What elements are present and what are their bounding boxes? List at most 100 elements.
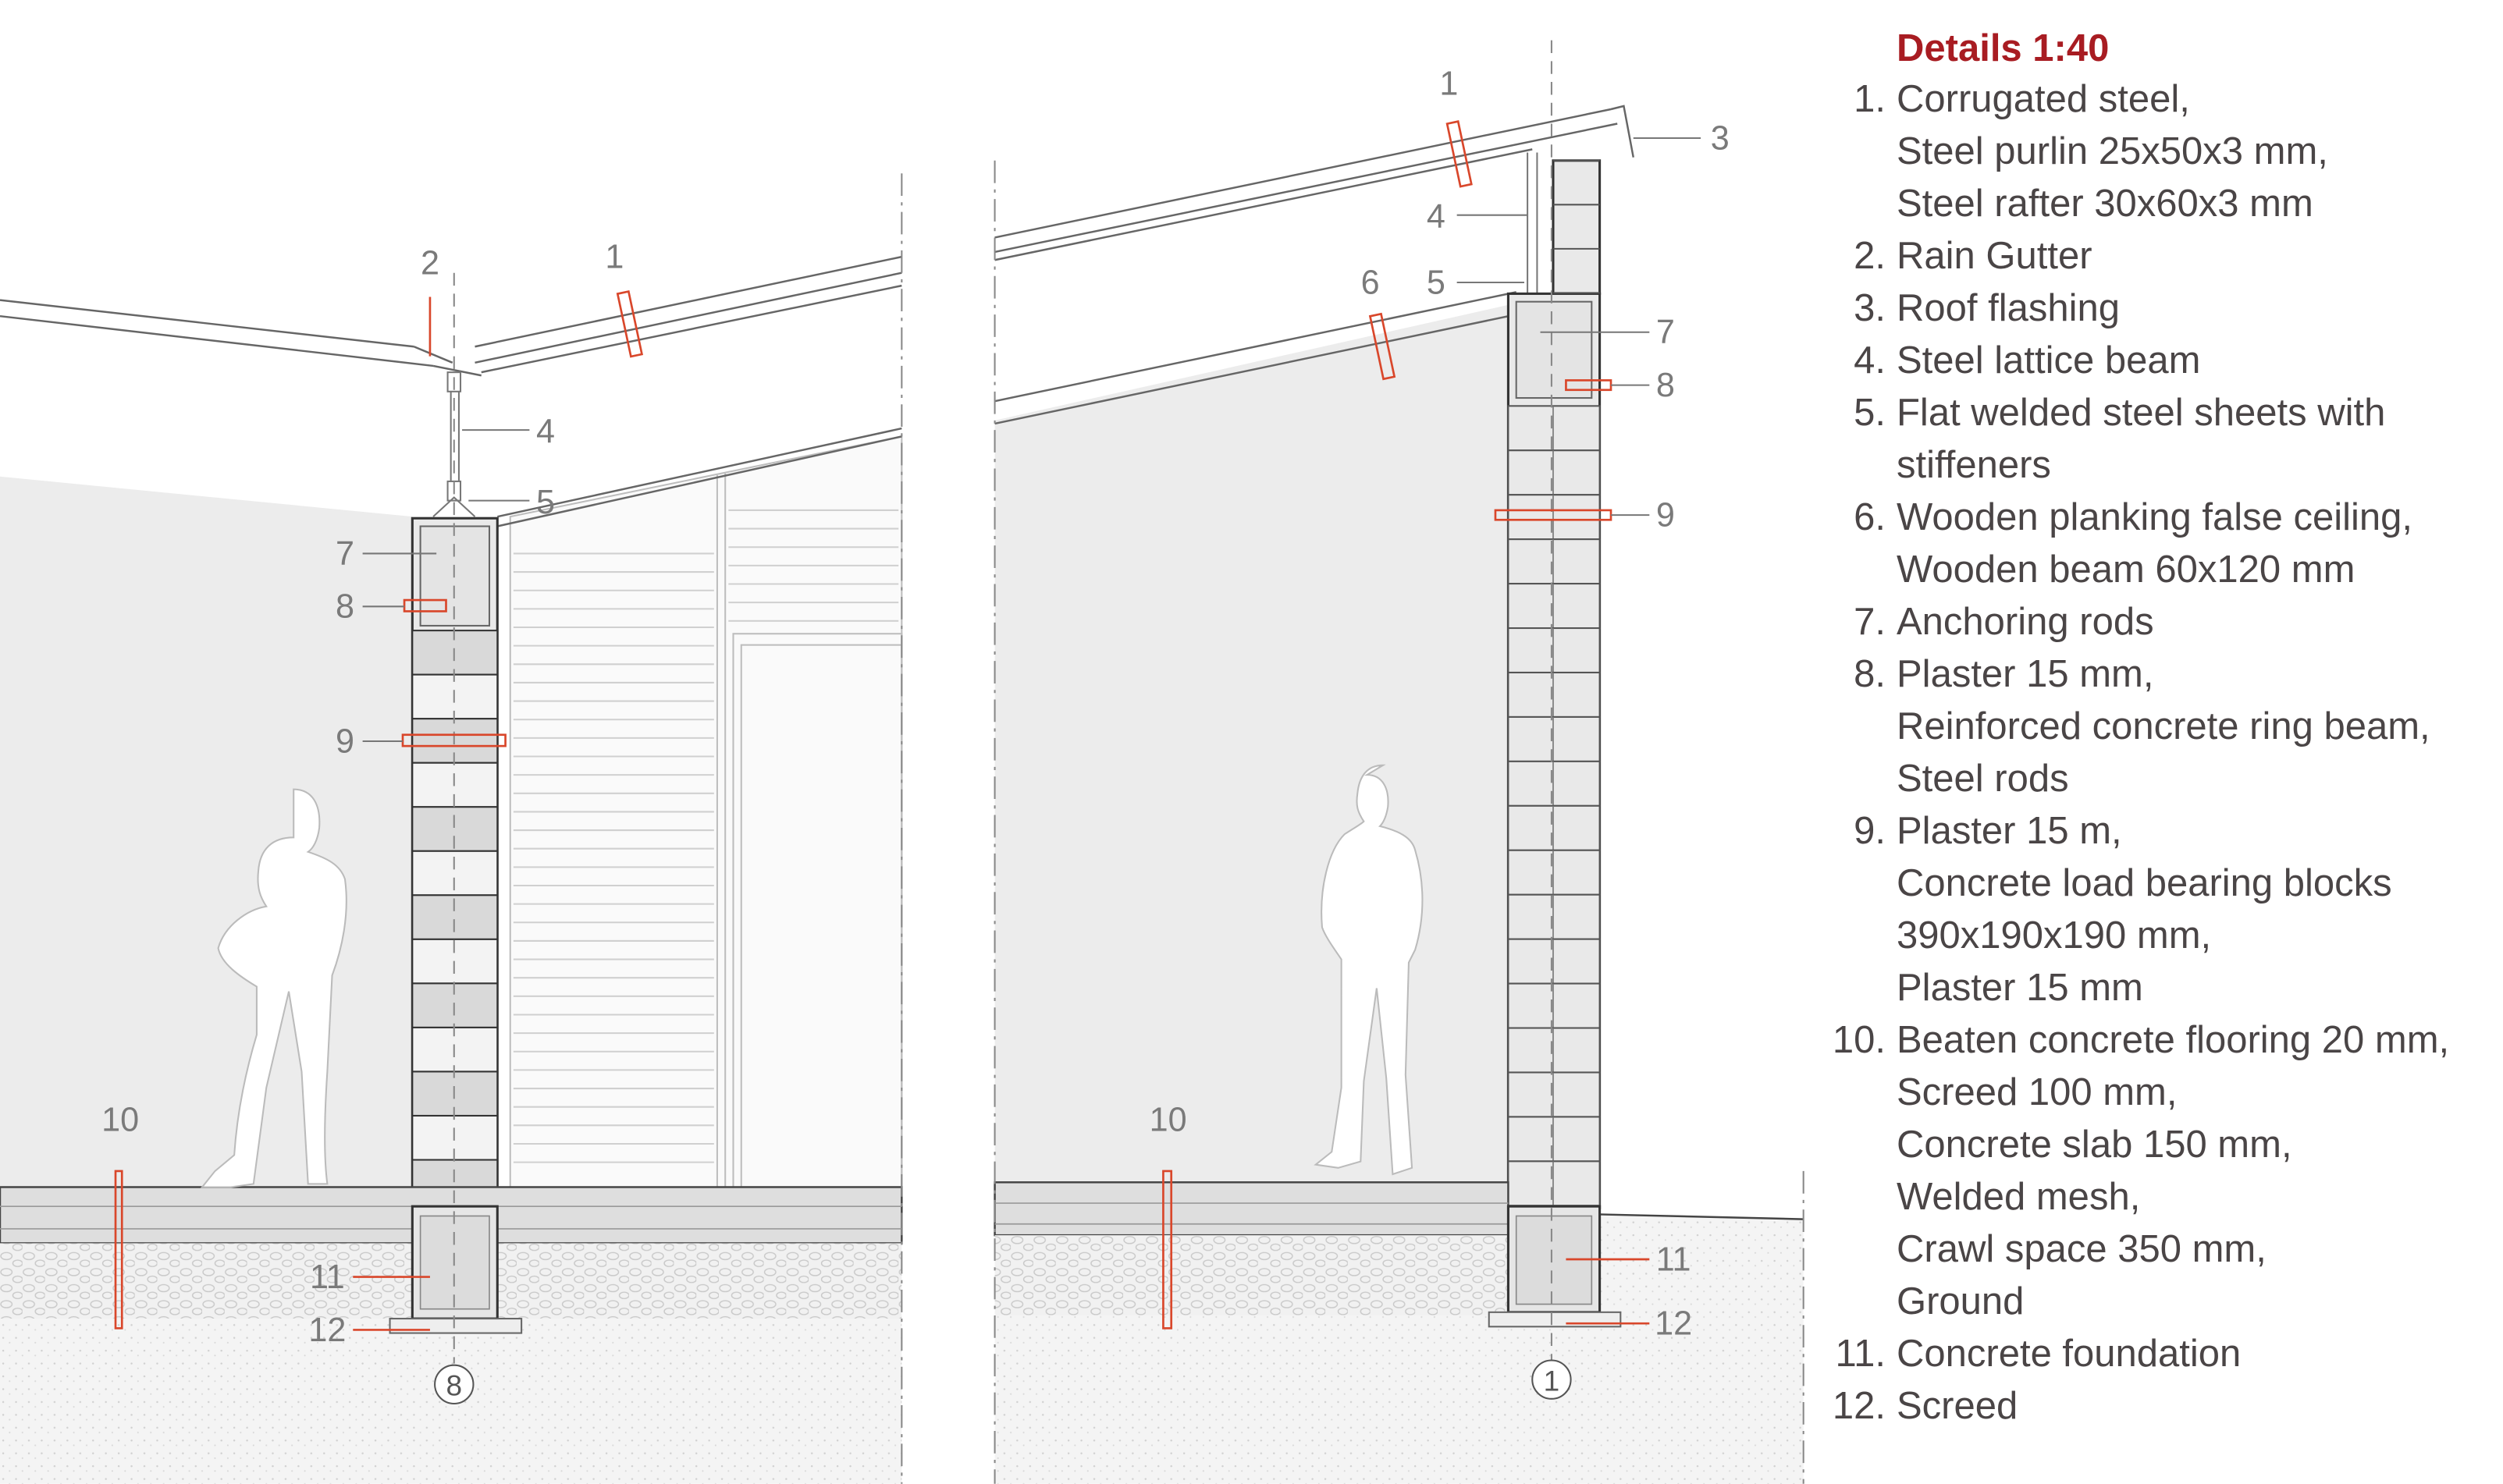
callout-4: 4 [536, 414, 555, 451]
legend-item-number: 10. [1832, 1019, 1886, 1061]
callout-1: 1 [605, 239, 624, 276]
concrete-block [1507, 538, 1601, 585]
legend-item-text: Concrete foundation [1897, 1328, 2241, 1380]
legend-item-number: 6. [1854, 496, 1886, 538]
right-lattice-beam [1527, 152, 1538, 294]
callout-6: 6 [1361, 264, 1380, 301]
callout-10: 10 [1150, 1102, 1187, 1139]
legend: Details 1:40 1. Corrugated steel, Steel pu… [1787, 23, 2490, 1433]
concrete-block [1507, 938, 1601, 985]
concrete-block [1507, 449, 1601, 496]
legend-item-number: 4. [1854, 339, 1886, 382]
right-floor-slab [994, 1181, 1509, 1237]
legend-item: 7. Anchoring rods [1787, 596, 2490, 648]
legend-item-line: Corrugated steel, [1897, 78, 2190, 120]
legend-item-line: Steel purlin 25x50x3 mm, [1897, 130, 2328, 172]
concrete-block [1507, 715, 1601, 762]
right-section-detail: 1 1 3 4 5 6 7 8 9 10 11 12 [994, 40, 1804, 1484]
callout-11: 11 [1656, 1241, 1691, 1278]
grid-axis-label: 8 [446, 1370, 462, 1402]
legend-item-line: Wooden beam 60x120 mm [1897, 549, 2355, 591]
legend-item-text: Plaster 15 m,Concrete load bearing block… [1897, 805, 2392, 1014]
legend-item-text: Roof flashing [1897, 282, 2120, 335]
grid-axis-circle-left [434, 1364, 475, 1405]
legend-item-line: Crawl space 350 mm, [1897, 1228, 2267, 1270]
legend-item-line: Anchoring rods [1897, 601, 2154, 643]
legend-item: 6. Wooden planking false ceiling, Wooden b… [1787, 492, 2490, 596]
legend-item-number: 5. [1854, 392, 1886, 434]
legend-item-line: Welded mesh, [1897, 1176, 2141, 1218]
legend-item-line: Concrete load bearing blocks [1897, 862, 2392, 904]
legend-item-line: Wooden planking false ceiling, [1897, 496, 2413, 538]
callout-7: 7 [336, 535, 354, 573]
legend-item: 1. Corrugated steel, Steel purlin 25x50x3 … [1787, 73, 2490, 230]
legend-item-text: Anchoring rods [1897, 596, 2154, 648]
legend-item: 9. Plaster 15 m,Concrete load bearing blo… [1787, 805, 2490, 1014]
right-screed [1488, 1311, 1622, 1328]
concrete-block [1507, 982, 1601, 1029]
legend-item-line: Reinforced concrete ring beam, [1897, 705, 2430, 747]
legend-item-number: 11. [1835, 1333, 1886, 1375]
legend-item-line: Rain Gutter [1897, 235, 2092, 277]
concrete-block [1507, 494, 1601, 541]
legend-item-line: Steel rods [1897, 758, 2069, 800]
legend-item-number: 8. [1854, 653, 1886, 695]
concrete-block [1507, 1160, 1601, 1207]
concrete-block [1507, 627, 1601, 674]
legend-item-number: 1. [1854, 78, 1886, 120]
legend-item-line: Concrete foundation [1897, 1333, 2242, 1375]
legend-item-line: stiffeners [1897, 444, 2051, 486]
callout-12: 12 [308, 1312, 346, 1349]
legend-item-line: Screed [1897, 1385, 2018, 1427]
callout-3: 3 [1711, 119, 1730, 157]
legend-item-number: 12. [1832, 1385, 1886, 1427]
concrete-block [1507, 671, 1601, 718]
callout-11: 11 [310, 1259, 345, 1296]
concrete-block [1507, 1116, 1601, 1163]
legend-item-text: Wooden planking false ceiling, Wooden bea… [1897, 492, 2412, 596]
legend-item: 5. Flat welded steel sheets with stiffener… [1787, 387, 2490, 492]
legend-item-line: Steel lattice beam [1897, 339, 2201, 382]
callout-8: 8 [336, 588, 354, 626]
right-interior-wall-plane [994, 304, 1509, 1183]
legend-item-text: Flat welded steel sheets with stiffeners [1897, 387, 2385, 492]
callout-8: 8 [1656, 367, 1675, 404]
callout-10: 10 [101, 1102, 139, 1139]
left-block-column [411, 517, 499, 1205]
concrete-block [1507, 760, 1601, 807]
left-panel-slats [513, 509, 899, 1163]
legend-item-number: 7. [1854, 601, 1886, 643]
concrete-block [1507, 804, 1601, 851]
human-silhouette-right [1314, 764, 1424, 1176]
concrete-block [1507, 1071, 1601, 1118]
callout-12: 12 [1655, 1305, 1692, 1343]
concrete-block [1507, 583, 1601, 630]
callout-9: 9 [1656, 496, 1675, 534]
legend-item-number: 9. [1854, 810, 1886, 852]
legend-item-number: 3. [1854, 287, 1886, 329]
legend-item: 2. Rain Gutter [1787, 230, 2490, 282]
left-roof [0, 255, 902, 527]
legend-item-line: Ground [1897, 1280, 2025, 1322]
human-silhouette-left [200, 788, 347, 1188]
right-gravel-layer [994, 1235, 1509, 1315]
legend-item: 8.Plaster 15 mm,Reinforced concrete ring… [1787, 648, 2490, 805]
grid-axis-circle-right [1531, 1359, 1572, 1400]
concrete-block [1507, 849, 1601, 896]
concrete-block [1507, 1027, 1601, 1074]
legend-item-text: Corrugated steel, Steel purlin 25x50x3 mm… [1897, 73, 2328, 230]
legend-item-text: Rain Gutter [1897, 230, 2092, 282]
legend-item-line: Plaster 15 mm [1897, 967, 2143, 1009]
concrete-block [1507, 893, 1601, 940]
right-leader-lines [1456, 137, 1701, 517]
legend-item: 3. Roof flashing [1787, 282, 2490, 335]
legend-title: Details 1:40 [1897, 27, 2110, 69]
legend-item-line: Flat welded steel sheets with [1897, 392, 2386, 434]
legend-item-text: Screed [1897, 1380, 2018, 1433]
legend-item-line: 390x190x190 mm, [1897, 914, 2212, 957]
callout-9: 9 [336, 722, 354, 760]
legend-item-number: 2. [1854, 235, 1886, 277]
callout-5: 5 [1427, 264, 1445, 301]
legend-item: 10.Beaten concrete flooring 20 mm,Screed… [1787, 1014, 2490, 1328]
